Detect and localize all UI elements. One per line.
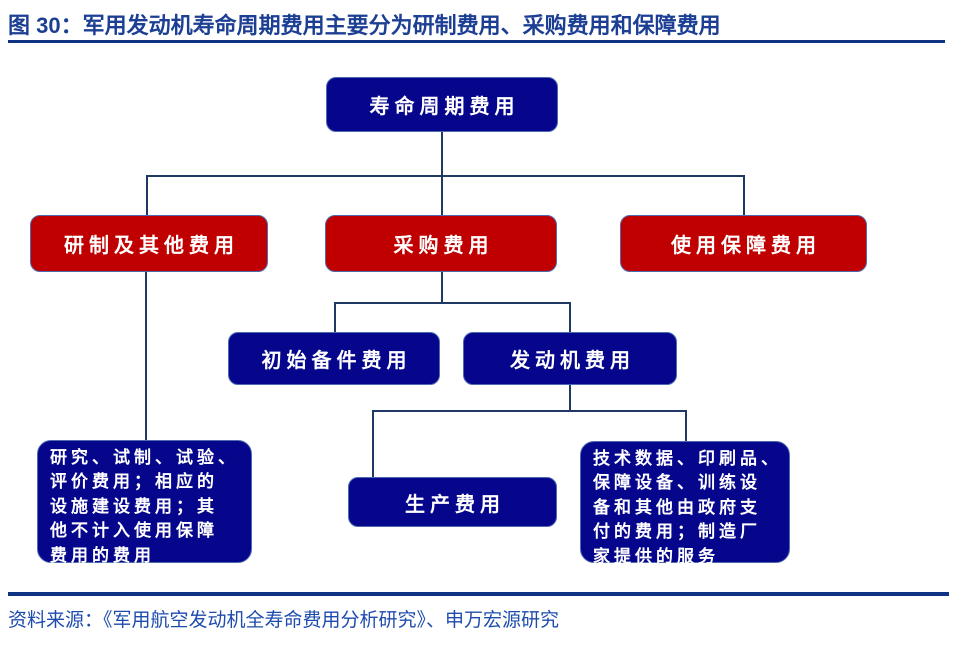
- node-development-cost-detail: 研究、试制、试验、 评价费用；相应的 设施建设费用；其 他不计入使用保障 费用的…: [37, 440, 252, 565]
- node-label: 寿命周期费用: [369, 96, 520, 118]
- node-development-and-other-cost: 研制及其他费用: [30, 215, 268, 272]
- figure-title: 图 30：军用发动机寿命周期费用主要分为研制费用、采购费用和保障费用: [8, 13, 721, 38]
- connector-engine-stem: [569, 385, 571, 411]
- node-label: 研究、试制、试验、 评价费用；相应的 设施建设费用；其 他不计入使用保障 费用的…: [50, 448, 239, 565]
- node-label: 研制及其他费用: [64, 235, 239, 257]
- connector-drop-support-detail: [685, 410, 687, 441]
- node-operation-support-cost: 使用保障费用: [620, 215, 867, 272]
- connector-procurement-stem: [441, 272, 443, 302]
- connector-lifecycle-stem: [441, 132, 443, 175]
- connector-level2-rail: [334, 302, 570, 304]
- connector-level1-rail: [146, 175, 744, 177]
- connector-drop-spares: [334, 302, 336, 332]
- node-production-cost: 生产费用: [348, 477, 557, 527]
- connector-development-detail-stem: [145, 272, 147, 440]
- source-note: 资料来源：《军用航空发动机全寿命费用分析研究》、申万宏源研究: [8, 610, 560, 631]
- node-label: 技术数据、印刷品、 保障设备、训练设 备和其他由政府支 付的费用；制造厂 家提供…: [593, 449, 782, 566]
- node-label: 发动机费用: [510, 350, 635, 372]
- connector-drop-procurement: [441, 175, 443, 215]
- node-procurement-cost: 采购费用: [325, 215, 557, 272]
- connector-drop-development: [146, 175, 148, 215]
- node-label: 初始备件费用: [261, 350, 412, 372]
- node-label: 采购费用: [393, 235, 494, 257]
- source-rule: [8, 592, 949, 596]
- title-rule: [8, 40, 945, 43]
- node-label: 生产费用: [405, 493, 505, 516]
- node-support-cost-detail: 技术数据、印刷品、 保障设备、训练设 备和其他由政府支 付的费用；制造厂 家提供…: [580, 441, 790, 566]
- node-engine-cost: 发动机费用: [463, 332, 677, 385]
- connector-drop-engine: [569, 302, 571, 332]
- node-label: 使用保障费用: [671, 235, 821, 257]
- node-lifecycle-cost: 寿命周期费用: [326, 77, 558, 132]
- node-initial-spares-cost: 初始备件费用: [228, 332, 440, 385]
- connector-drop-support: [743, 175, 745, 215]
- connector-level3-rail: [372, 410, 685, 412]
- connector-drop-production: [372, 410, 374, 477]
